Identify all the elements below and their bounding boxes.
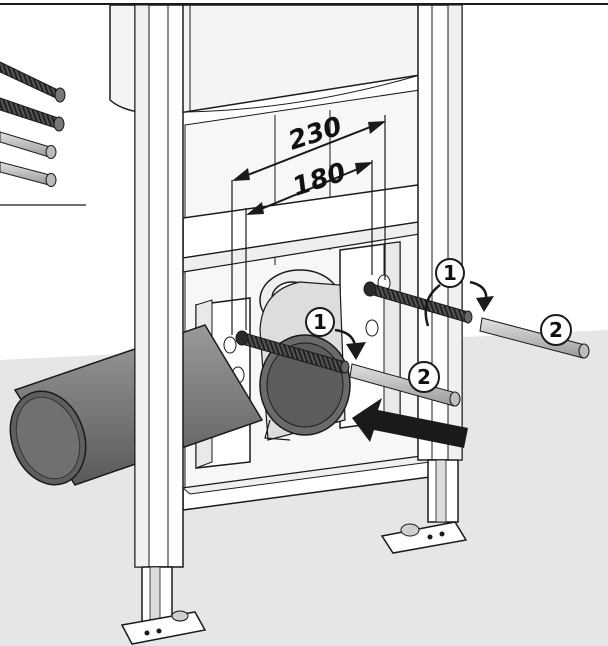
- callout-label: 2: [549, 318, 563, 342]
- callout-1-right: 1: [435, 258, 465, 288]
- threaded-rod-right: [363, 281, 473, 324]
- plain-rod-inset-1: [0, 131, 57, 159]
- plain-rod-inset-2: [0, 161, 57, 187]
- threaded-rod-inset-2: [0, 97, 65, 132]
- dimension-230: [231, 115, 386, 335]
- callout-2-left: 2: [408, 361, 440, 393]
- rotate-arrow-icon: [424, 280, 494, 327]
- arrow-left-icon: [352, 398, 468, 448]
- adjustable-foot-left: [120, 566, 207, 645]
- callout-2-right: 2: [540, 314, 572, 346]
- callout-1-left: 1: [305, 307, 335, 337]
- callout-label: 1: [443, 261, 457, 285]
- adjustable-foot-right: [380, 459, 468, 554]
- callout-label: 2: [417, 365, 431, 389]
- rotate-arrow-icon: [334, 328, 366, 360]
- threaded-rod-inset-1: [0, 61, 66, 103]
- rod-inset-panel: [0, 61, 86, 206]
- callout-label: 1: [313, 310, 327, 334]
- threaded-rod-left: [235, 330, 350, 374]
- dimension-180: [245, 160, 373, 330]
- frame-post-left: [134, 4, 184, 568]
